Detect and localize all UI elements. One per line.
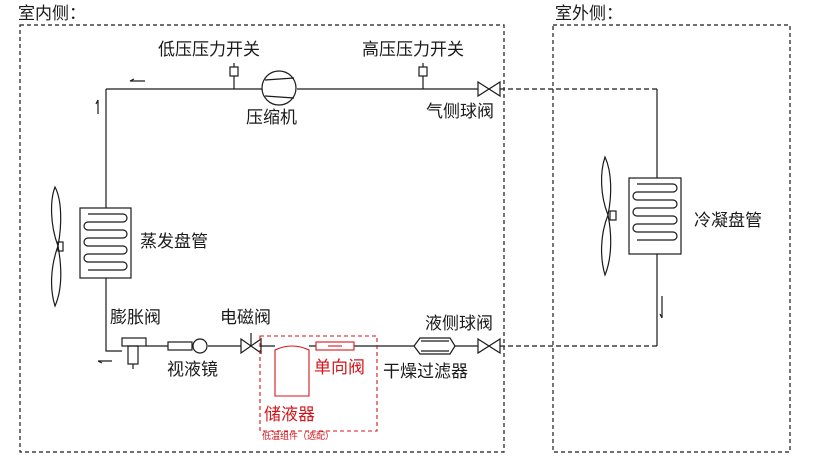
compressor-symbol — [261, 70, 297, 106]
flow-arrow-top — [129, 78, 145, 82]
filter-dryer-symbol — [413, 337, 456, 355]
indoor-region-box — [19, 24, 505, 453]
liquid-ball-valve-symbol — [477, 337, 501, 355]
evaporator-coil-serpentine — [83, 213, 128, 271]
evaporator-fan — [51, 185, 64, 308]
receiver-symbol — [274, 345, 310, 397]
expansion-valve-symbol — [121, 337, 147, 369]
flow-arrow-left — [95, 99, 99, 114]
evaporator-coil-label: 蒸发盘管 — [140, 232, 208, 252]
sight-glass-label: 视液镜 — [167, 360, 218, 380]
indoor-region-label: 室内侧： — [18, 4, 86, 24]
expansion-valve-label: 膨胀阀 — [110, 308, 161, 328]
low-temp-kit-label: 低温组件（选配） — [262, 432, 335, 442]
gas-ball-valve-label: 气侧球阀 — [426, 102, 494, 122]
outdoor-region-box — [552, 24, 791, 453]
high-pressure-switch-label: 高压压力开关 — [362, 40, 464, 60]
condenser-fan — [601, 155, 617, 277]
sight-glass-symbol — [167, 338, 208, 354]
flow-arrow-bottom — [97, 360, 112, 364]
check-valve-symbol — [315, 341, 355, 351]
low-pressure-switch-symbol — [229, 63, 239, 89]
compressor-label: 压缩机 — [246, 108, 297, 128]
flow-arrow-right — [659, 296, 663, 319]
high-pressure-switch-symbol — [418, 63, 428, 89]
pipe-left-lower — [105, 278, 122, 352]
condenser-coil-serpentine — [632, 183, 678, 241]
receiver-label: 储液器 — [264, 405, 315, 425]
condenser-coil-box — [628, 177, 682, 255]
low-temp-kit-box — [259, 335, 378, 432]
solenoid-valve-symbol — [240, 333, 262, 355]
solenoid-valve-label: 电磁阀 — [220, 308, 271, 328]
outdoor-region-label: 室外侧： — [555, 4, 623, 24]
condenser-coil-label: 冷凝盘管 — [694, 211, 762, 231]
low-pressure-switch-label: 低压压力开关 — [158, 40, 260, 60]
evaporator-coil-box — [79, 207, 132, 279]
gas-ball-valve-symbol — [477, 80, 501, 98]
liquid-ball-valve-label: 液侧球阀 — [425, 314, 493, 334]
check-valve-label: 单向阀 — [314, 358, 365, 378]
filter-dryer-label: 干燥过滤器 — [383, 362, 468, 382]
